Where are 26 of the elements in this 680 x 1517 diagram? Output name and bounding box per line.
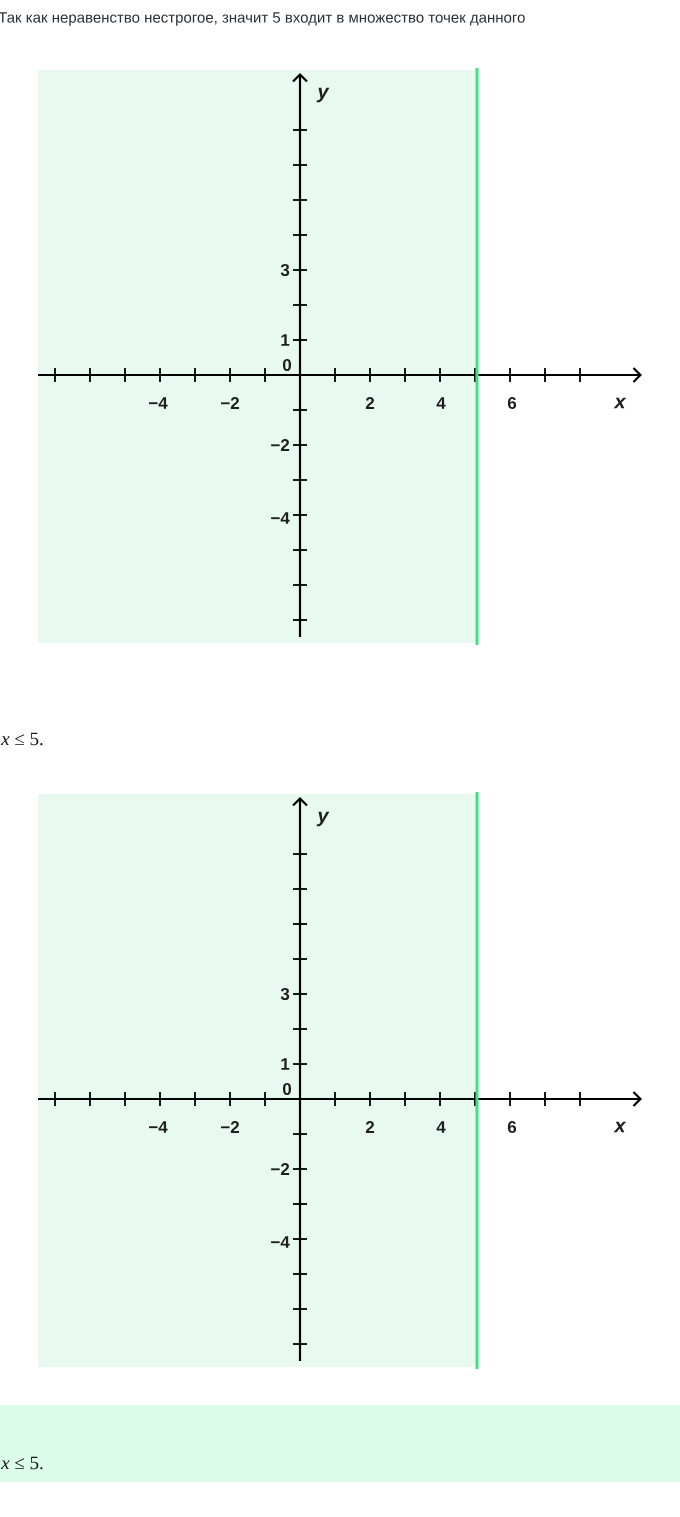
- tick-label: −4: [271, 512, 290, 524]
- tick-label: −4: [149, 1121, 168, 1133]
- tick-label: 6: [507, 1121, 517, 1134]
- tick-label: 0: [282, 1083, 292, 1096]
- tick-label: 3: [280, 263, 290, 277]
- tick-label: 0: [282, 359, 292, 372]
- tick-label: −2: [271, 1163, 290, 1175]
- inequality-text: x ≤ 5.: [0, 732, 43, 746]
- tick-label: 3: [280, 988, 290, 1001]
- tick-label: 1: [281, 334, 290, 346]
- axis-label: y: [316, 87, 330, 103]
- tick-label: 4: [436, 397, 446, 409]
- tick-label: 6: [507, 397, 517, 410]
- axis-label: y: [316, 811, 330, 827]
- tick-label: 1: [281, 1058, 290, 1070]
- axis-label: x: [613, 397, 627, 409]
- answer-panel: x ≤ 5.: [0, 1405, 680, 1482]
- tick-label: 4: [436, 1121, 446, 1133]
- tick-label: −4: [149, 397, 168, 409]
- tick-label: −4: [271, 1236, 290, 1248]
- tick-label: 2: [365, 397, 375, 409]
- tick-label: −2: [221, 397, 239, 409]
- tick-label: −2: [221, 1121, 239, 1133]
- axis-label: x: [613, 1121, 627, 1133]
- tick-label: 2: [365, 1121, 375, 1133]
- tick-label: −2: [271, 439, 290, 451]
